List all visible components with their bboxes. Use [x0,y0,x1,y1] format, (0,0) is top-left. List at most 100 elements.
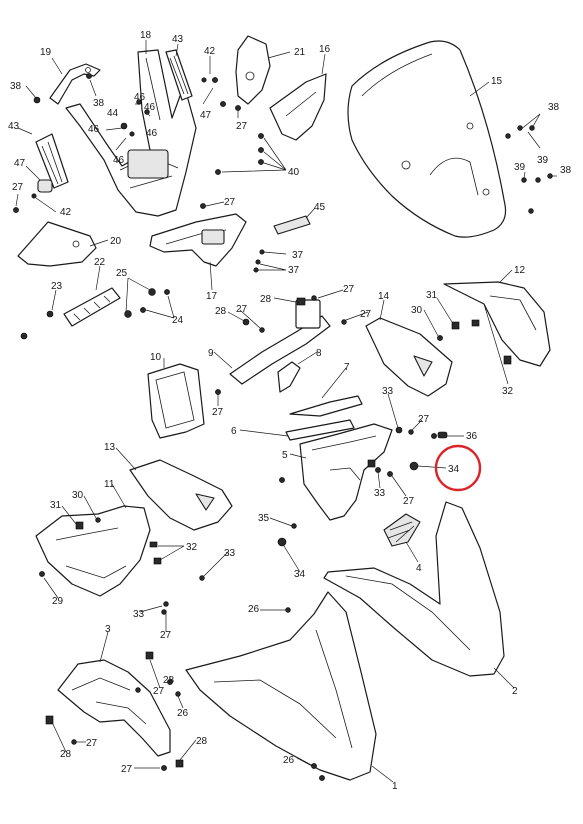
callout-45: 45 [314,202,326,213]
part-mesh [383,513,421,547]
callout-26: 26 [283,755,295,766]
part-bar [285,419,355,441]
callout-39: 39 [514,162,526,173]
part-mirror-housing [443,281,551,367]
callout-27: 27 [212,407,224,418]
callout-28: 28 [60,749,72,760]
callout-39: 39 [537,155,549,166]
callout-21: 21 [294,47,306,58]
callout-43: 43 [172,34,184,45]
callout-1: 1 [392,781,398,792]
callout-10: 10 [150,352,162,363]
part-beak [185,591,377,781]
part-mount [235,35,271,105]
part-badge [273,215,311,235]
callout-26: 26 [177,708,189,719]
callout-7: 7 [344,362,350,373]
callout-38: 38 [560,165,572,176]
callout-46: 46 [113,155,125,166]
callout-27: 27 [360,309,372,320]
callout-32: 32 [502,386,514,397]
part-knob [37,179,53,193]
parts [17,35,551,781]
callout-35: 35 [258,513,270,524]
callout-31: 31 [50,500,62,511]
callout-19: 19 [40,47,52,58]
callout-27: 27 [236,304,248,315]
part-rear-mount [57,659,171,757]
callout-33: 33 [224,548,236,559]
callout-38: 38 [10,81,22,92]
part-strip [63,287,121,327]
callout-28: 28 [163,675,175,686]
callout-8: 8 [316,348,322,359]
callout-34: 34 [294,569,306,580]
callout-28: 28 [215,306,227,317]
callout-6: 6 [231,426,237,437]
callout-46: 46 [144,102,156,113]
part-center-bracket [299,423,393,521]
callout-29: 29 [52,596,64,607]
callout-11: 11 [104,479,115,490]
callout-33: 33 [133,609,145,620]
callout-24: 24 [172,315,184,326]
leader-lines [15,40,557,783]
callout-16: 16 [319,44,331,55]
part-fairing [129,459,233,531]
highlight-circle [434,444,482,492]
callout-27: 27 [153,686,165,697]
callout-27: 27 [224,197,236,208]
callout-25: 25 [116,268,128,279]
callout-46: 46 [88,124,100,135]
callout-5: 5 [282,450,288,461]
callout-34: 34 [448,464,460,475]
callout-23: 23 [51,281,63,292]
callout-33: 33 [374,488,386,499]
callout-27: 27 [343,284,355,295]
callout-38: 38 [93,98,105,109]
callout-43: 43 [8,121,20,132]
callout-30: 30 [72,490,84,501]
callout-20: 20 [110,236,122,247]
callout-37: 37 [292,250,304,261]
callout-44: 44 [107,108,119,119]
callout-33: 33 [382,386,394,397]
part-cover [269,73,327,141]
callout-46: 46 [146,128,158,139]
part-vent-left [35,133,69,189]
part-side-plate [17,221,97,267]
part-rail [289,395,363,417]
callout-36: 36 [466,431,478,442]
part-frame-bar [229,299,331,385]
part-lower-bracket [149,213,247,267]
callout-2: 2 [512,686,518,697]
callout-9: 9 [208,348,214,359]
callout-3: 3 [105,624,111,635]
callout-14: 14 [378,291,390,302]
callout-12: 12 [514,265,526,276]
callout-40: 40 [288,167,300,178]
callout-27: 27 [12,182,24,193]
callout-38: 38 [548,102,560,113]
part-panel [365,317,453,397]
callout-27: 27 [418,414,430,425]
part-hook [277,361,301,393]
part-lower-fairing [323,501,505,677]
callout-46: 46 [134,92,146,103]
callout-15: 15 [491,76,503,87]
part-support-frame [65,49,197,217]
callout-13: 13 [104,442,116,453]
callout-27: 27 [403,496,415,507]
callout-28: 28 [260,294,272,305]
callout-31: 31 [426,290,438,301]
callout-42: 42 [60,207,72,218]
callout-27: 27 [160,630,172,641]
part-vent-top [165,49,193,101]
part-display-housing [147,363,205,439]
callout-30: 30 [411,305,423,316]
callout-37: 37 [288,265,300,276]
callout-4: 4 [416,563,422,574]
part-windscreen [347,40,507,238]
callout-47: 47 [200,110,212,121]
